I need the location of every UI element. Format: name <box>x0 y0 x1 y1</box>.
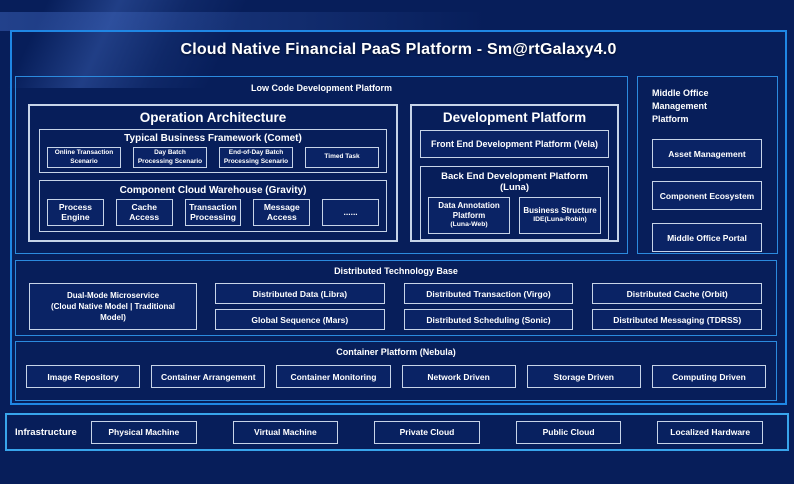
infrastructure-item: Virtual Machine <box>232 420 339 444</box>
luna-item-name: Data Annotation Platform <box>438 201 500 221</box>
distributed-base-label: Distributed Technology Base <box>334 266 458 276</box>
distributed-column: Distributed Cache (Orbit) Distributed Me… <box>592 283 763 330</box>
middle-office-item-portal: Middle Office Portal <box>652 223 762 253</box>
distributed-technology-base-section: Distributed Technology Base Dual-Mode Mi… <box>15 260 777 336</box>
distributed-body: Dual-Mode Microservice (Cloud Native Mod… <box>29 283 763 330</box>
operation-architecture-box: Operation Architecture Typical Business … <box>28 104 398 242</box>
infrastructure-item: Localized Hardware <box>657 420 763 444</box>
gravity-item: Transaction Processing <box>184 199 242 226</box>
container-items-row: Image Repository Container Arrangement C… <box>26 365 767 388</box>
development-platform-label: Development Platform <box>442 110 587 125</box>
comet-item: Timed Task <box>305 147 379 168</box>
luna-item-business-structure: Business Structure IDE(Luna-Robin) <box>519 197 601 234</box>
comet-item: Day Batch Processing Scenario <box>133 147 207 168</box>
gravity-item-ellipsis: ...... <box>322 199 379 226</box>
luna-item-data-annotation: Data Annotation Platform (Luna-Web) <box>428 197 510 234</box>
gravity-item: Message Access <box>253 199 311 226</box>
operation-architecture-label: Operation Architecture <box>139 110 287 125</box>
luna-item-sub: (Luna-Web) <box>450 221 488 229</box>
container-platform-section: Container Platform (Nebula) Image Reposi… <box>15 341 777 401</box>
container-item: Computing Driven <box>651 365 767 388</box>
gravity-label: Component Cloud Warehouse (Gravity) <box>119 185 307 196</box>
gravity-warehouse-box: Component Cloud Warehouse (Gravity) Proc… <box>39 180 387 232</box>
container-item: Image Repository <box>26 365 141 388</box>
luna-item-name: Business Structure <box>523 206 597 216</box>
page-title: Cloud Native Financial PaaS Platform - S… <box>180 41 617 58</box>
infrastructure-item: Physical Machine <box>91 420 197 444</box>
container-item: Network Driven <box>401 365 516 388</box>
luna-label: Back End Development Platform (Luna) <box>441 171 588 193</box>
infrastructure-items-row: Physical Machine Virtual Machine Private… <box>91 420 763 444</box>
gravity-items-row: Process Engine Cache Access Transaction … <box>47 199 379 226</box>
distributed-item: Global Sequence (Mars) <box>215 309 385 330</box>
comet-framework-box: Typical Business Framework (Comet) Onlin… <box>39 129 387 173</box>
distributed-item: Distributed Messaging (TDRSS) <box>592 309 763 330</box>
distributed-columns: Distributed Data (Libra) Global Sequence… <box>215 283 763 330</box>
distributed-item: Distributed Scheduling (Sonic) <box>403 309 574 330</box>
distributed-column: Distributed Data (Libra) Global Sequence… <box>215 283 385 330</box>
infrastructure-item: Private Cloud <box>374 420 480 444</box>
gravity-item: Process Engine <box>47 199 104 226</box>
development-platform-box: Development Platform Front End Developme… <box>410 104 619 242</box>
container-item: Storage Driven <box>526 365 641 388</box>
upper-row: Low Code Development Platform Operation … <box>15 76 778 254</box>
container-platform-label: Container Platform (Nebula) <box>336 347 456 357</box>
middle-office-label: Middle Office Management Platform <box>652 88 709 125</box>
back-end-platform-luna-box: Back End Development Platform (Luna) Dat… <box>420 166 609 240</box>
luna-items-row: Data Annotation Platform (Luna-Web) Busi… <box>428 197 601 234</box>
comet-item: Online Transaction Scenario <box>47 147 121 168</box>
infrastructure-label: Infrastructure <box>15 426 77 438</box>
top-light-band <box>0 12 540 31</box>
infrastructure-bar: Infrastructure Physical Machine Virtual … <box>5 413 789 451</box>
distributed-column: Distributed Transaction (Virgo) Distribu… <box>403 283 574 330</box>
low-code-development-platform-section: Low Code Development Platform Operation … <box>15 76 628 254</box>
distributed-item: Distributed Data (Libra) <box>215 283 385 304</box>
comet-label: Typical Business Framework (Comet) <box>124 133 302 144</box>
middle-office-item-component-ecosystem: Component Ecosystem <box>652 181 762 211</box>
container-item: Container Arrangement <box>151 365 266 388</box>
middle-office-management-section: Middle Office Management Platform Asset … <box>637 76 778 254</box>
gravity-item: Cache Access <box>115 199 173 226</box>
front-end-platform-vela-box: Front End Development Platform (Vela) <box>420 130 609 158</box>
distributed-item: Distributed Cache (Orbit) <box>592 283 763 304</box>
luna-item-sub: IDE(Luna-Robin) <box>533 216 587 224</box>
low-code-platform-label: Low Code Development Platform <box>250 83 393 93</box>
dual-mode-microservice-box: Dual-Mode Microservice (Cloud Native Mod… <box>29 283 197 330</box>
comet-items-row: Online Transaction Scenario Day Batch Pr… <box>47 147 379 168</box>
middle-office-item-asset-management: Asset Management <box>652 139 762 169</box>
infrastructure-item: Public Cloud <box>515 420 622 444</box>
comet-item: End-of-Day Batch Processing Scenario <box>219 147 293 168</box>
low-code-inner: Operation Architecture Typical Business … <box>28 104 619 242</box>
diagonal-streak-decoration <box>0 0 360 88</box>
container-item: Container Monitoring <box>276 365 391 388</box>
distributed-item: Distributed Transaction (Virgo) <box>403 283 574 304</box>
platform-frame: Cloud Native Financial PaaS Platform - S… <box>10 30 787 405</box>
